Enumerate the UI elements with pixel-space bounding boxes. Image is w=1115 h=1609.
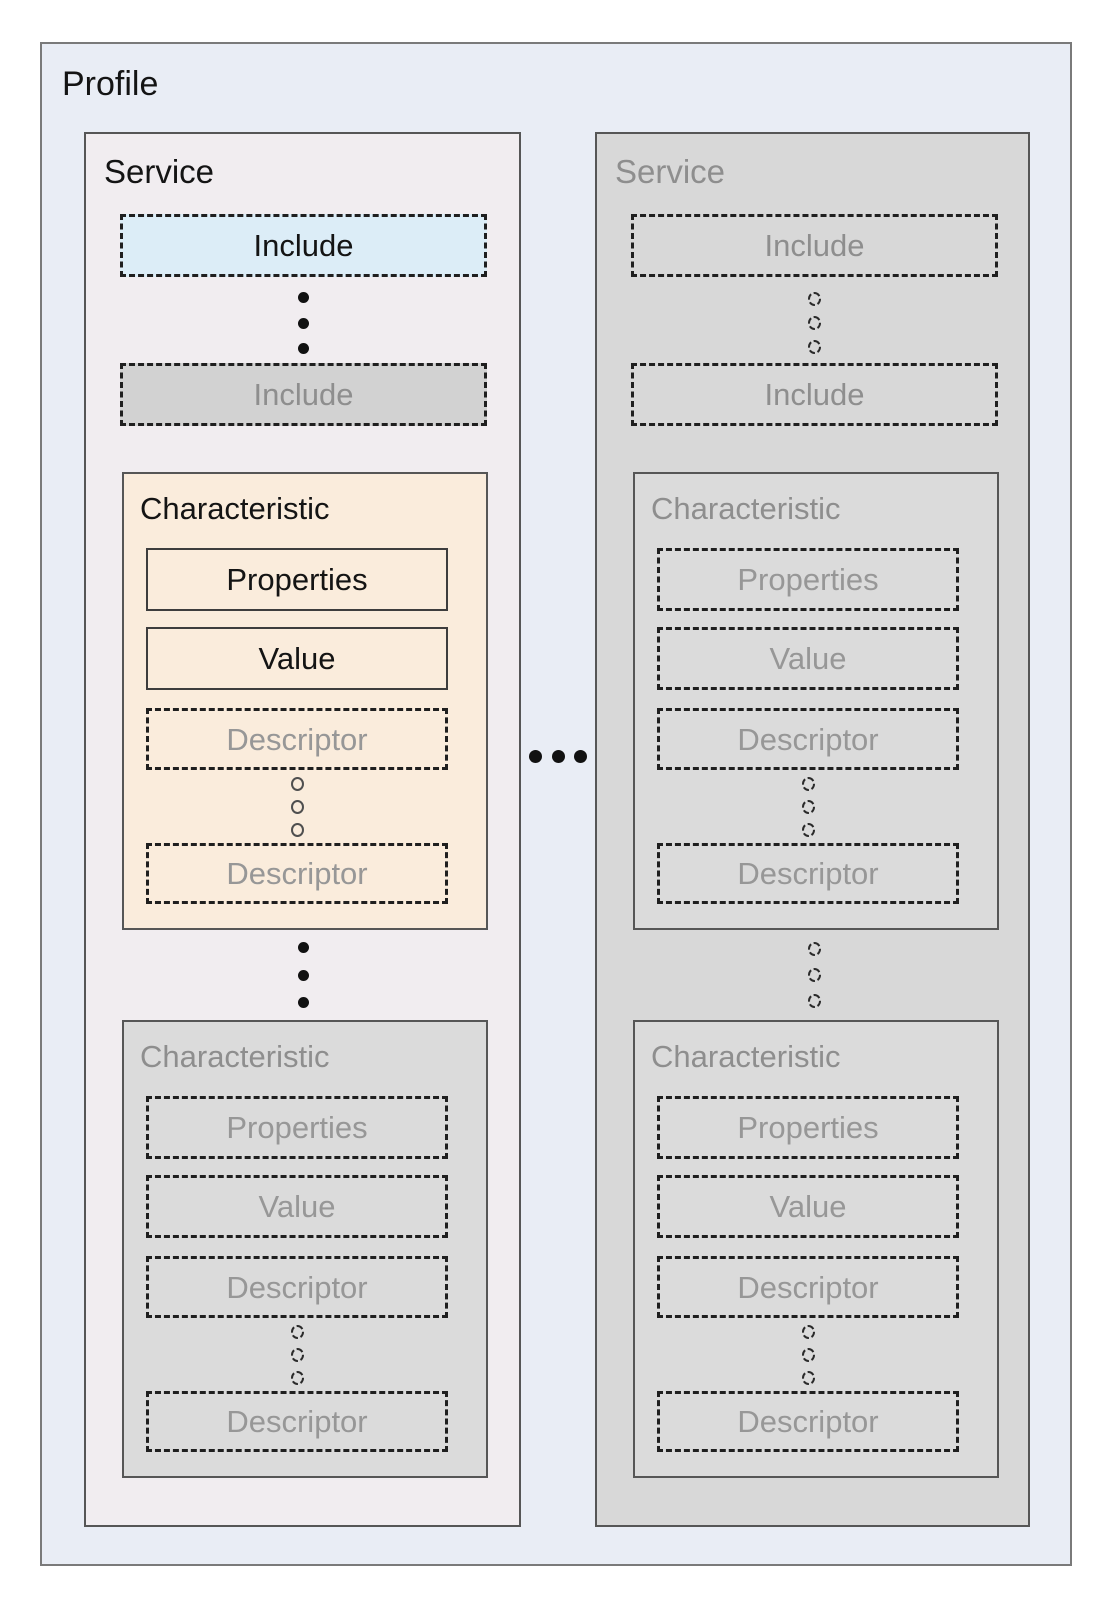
characteristic-box-muted: Characteristic Properties Value Descript… xyxy=(633,472,999,930)
descriptor-box: Descriptor xyxy=(657,1256,959,1318)
dot-icon xyxy=(551,750,565,763)
profile-label: Profile xyxy=(62,65,159,103)
characteristic-ellipsis-dots xyxy=(120,942,487,1008)
characteristic-label: Characteristic xyxy=(140,491,330,526)
profile-box: Profile Service Include Include Characte… xyxy=(40,42,1072,1566)
characteristic-label: Characteristic xyxy=(140,1039,330,1074)
dot-icon xyxy=(298,292,309,303)
service-label: Service xyxy=(104,153,215,190)
circle-icon xyxy=(290,823,304,837)
descriptor-ellipsis-circles xyxy=(146,1325,448,1385)
dashed-circle-icon xyxy=(808,340,821,354)
properties-box: Properties xyxy=(657,548,959,611)
properties-box: Properties xyxy=(146,548,448,611)
descriptor-box: Descriptor xyxy=(146,1256,448,1318)
dashed-circle-icon xyxy=(808,968,821,982)
service-label: Service xyxy=(615,153,726,190)
dot-icon xyxy=(298,942,309,953)
circle-icon xyxy=(290,777,304,791)
descriptor-box: Descriptor xyxy=(146,1391,448,1452)
descriptor-ellipsis-circles xyxy=(657,1325,959,1385)
include-box-muted: Include xyxy=(120,363,487,426)
properties-box: Properties xyxy=(146,1096,448,1159)
descriptor-box: Descriptor xyxy=(657,1391,959,1452)
characteristic-label: Characteristic xyxy=(651,1039,841,1074)
descriptor-box: Descriptor xyxy=(146,843,448,904)
descriptor-box: Descriptor xyxy=(657,708,959,770)
dashed-circle-icon xyxy=(801,1371,815,1385)
descriptor-box: Descriptor xyxy=(657,843,959,904)
dashed-circle-icon xyxy=(808,316,821,330)
dashed-circle-icon xyxy=(290,1325,304,1339)
dot-icon xyxy=(529,750,542,763)
characteristic-box-muted: Characteristic Properties Value Descript… xyxy=(633,1020,999,1478)
characteristic-box-muted: Characteristic Properties Value Descript… xyxy=(122,1020,488,1478)
service-box-muted: Service Include Include Characteristic P… xyxy=(595,132,1030,1527)
circle-icon xyxy=(290,800,304,814)
dashed-circle-icon xyxy=(801,777,815,791)
dot-icon xyxy=(298,343,309,354)
include-box-highlighted: Include xyxy=(120,214,487,277)
descriptor-box: Descriptor xyxy=(146,708,448,770)
value-box: Value xyxy=(146,1175,448,1238)
value-box: Value xyxy=(657,627,959,690)
characteristic-ellipsis-circles xyxy=(631,942,998,1008)
dashed-circle-icon xyxy=(801,823,815,837)
dashed-circle-icon xyxy=(801,1325,815,1339)
include-box-muted: Include xyxy=(631,363,998,426)
characteristic-label: Characteristic xyxy=(651,491,841,526)
value-box: Value xyxy=(146,627,448,690)
dashed-circle-icon xyxy=(808,942,821,956)
dashed-circle-icon xyxy=(808,292,821,306)
characteristic-box-highlighted: Characteristic Properties Value Descript… xyxy=(122,472,488,930)
service-box-active: Service Include Include Characteristic P… xyxy=(84,132,521,1527)
dot-icon xyxy=(574,750,587,763)
dashed-circle-icon xyxy=(290,1371,304,1385)
descriptor-ellipsis-circles xyxy=(657,777,959,837)
dashed-circle-icon xyxy=(801,1348,815,1362)
properties-box: Properties xyxy=(657,1096,959,1159)
dashed-circle-icon xyxy=(290,1348,304,1362)
value-box: Value xyxy=(657,1175,959,1238)
dashed-circle-icon xyxy=(808,994,821,1008)
dot-icon xyxy=(298,317,309,329)
include-ellipsis-dots xyxy=(120,292,487,354)
dashed-circle-icon xyxy=(801,800,815,814)
include-ellipsis-circles xyxy=(631,292,998,354)
descriptor-ellipsis-circles xyxy=(146,777,448,837)
dot-icon xyxy=(298,997,309,1008)
dot-icon xyxy=(298,969,309,981)
include-box-muted: Include xyxy=(631,214,998,277)
services-ellipsis-dots xyxy=(529,750,587,763)
